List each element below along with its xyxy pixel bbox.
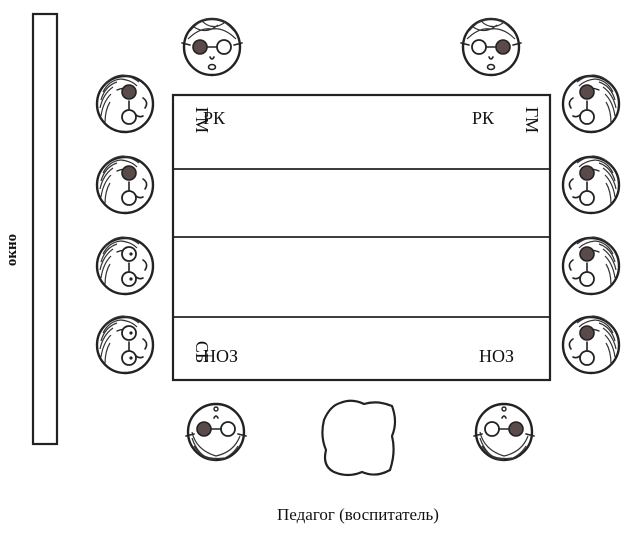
dark-glasses-icon [484,421,524,437]
label-gm-right: ГМ [522,107,542,133]
teacher-caption: Педагог (воспитатель) [277,505,439,524]
clear-glasses-icon [121,325,137,366]
label-sb-left: СБ [192,341,212,363]
table [171,93,552,382]
child-right-4 [561,314,621,375]
child-left-1 [95,73,155,134]
window-bar [31,12,59,446]
child-top-left [180,17,244,77]
child-left-2 [95,154,155,215]
label-rk-right: РК [472,108,495,128]
dark-glasses-icon [579,165,595,206]
child-left-4 [95,314,155,375]
child-right-3 [561,235,621,296]
dark-glasses-icon [121,165,137,206]
dark-glasses-icon [121,84,137,125]
dark-glasses-icon [579,325,595,366]
label-rk-left: РК [203,108,226,128]
dark-glasses-icon [579,246,595,287]
child-top-right [459,17,523,77]
window-label: окно [4,234,20,266]
label-noz-left: НОЗ [203,346,238,366]
dark-glasses-icon [579,84,595,125]
child-right-1 [561,73,621,134]
clear-glasses-icon [121,246,137,287]
child-bottom-left [184,402,248,462]
label-gm-left: ГМ [192,107,212,133]
dark-glasses-icon [471,39,511,55]
child-left-3 [95,235,155,296]
label-noz-right: НОЗ [479,346,514,366]
dark-glasses-icon [196,421,236,437]
teacher-blob-icon [321,399,397,477]
child-bottom-right [472,402,536,462]
child-right-2 [561,154,621,215]
dark-glasses-icon [192,39,232,55]
